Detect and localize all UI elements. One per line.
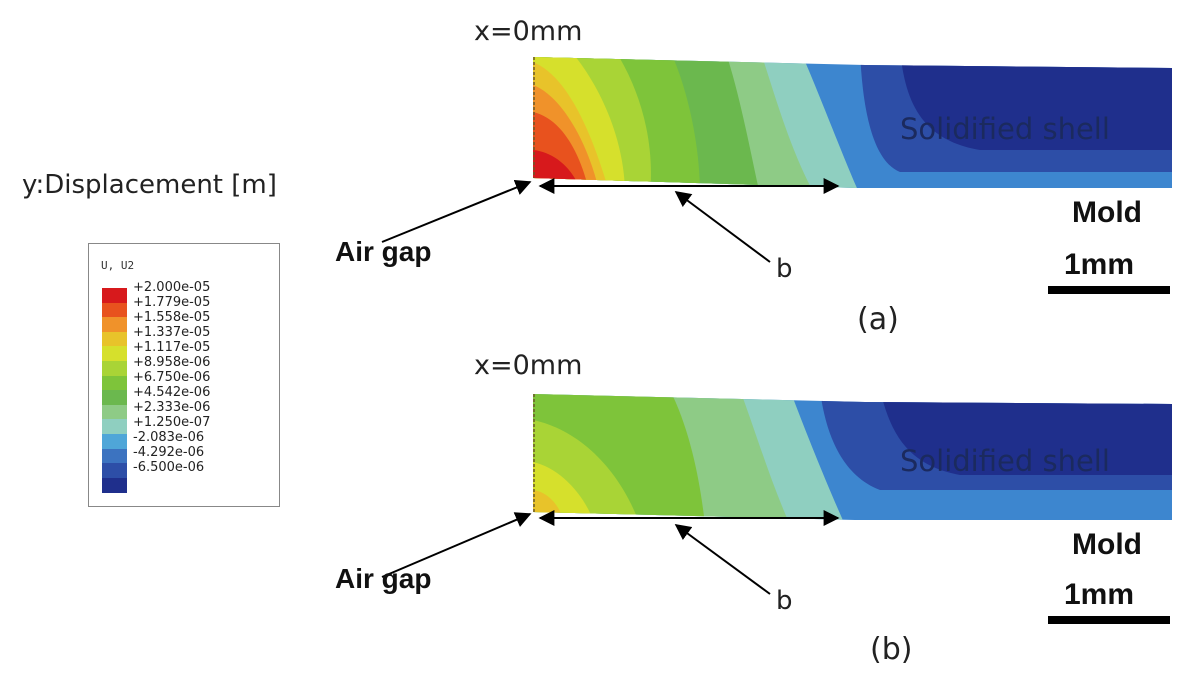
legend-value: +2.000e-05: [133, 280, 211, 295]
legend-value: +1.250e-07: [133, 415, 211, 430]
scale-bar-a: [1048, 286, 1170, 294]
legend-value: +2.333e-06: [133, 400, 211, 415]
legend-swatch: [102, 302, 127, 318]
mold-label-b: Mold: [1072, 528, 1142, 561]
legend-swatch: [102, 375, 127, 391]
shell-label-b: Solidified shell: [900, 444, 1110, 478]
panel-label-b: (b): [870, 632, 913, 667]
legend-swatch: [102, 317, 127, 333]
b-label-b: b: [776, 586, 793, 616]
b-label-a: b: [776, 254, 793, 284]
legend-swatch: [102, 404, 127, 420]
legend-swatch: [102, 463, 127, 479]
legend-value: +8.958e-06: [133, 355, 211, 370]
legend-value: +4.542e-06: [133, 385, 211, 400]
legend-swatch: [102, 448, 127, 464]
airgap-arrow-b: [381, 512, 532, 578]
legend-swatch: [102, 288, 127, 304]
legend-value: +1.779e-05: [133, 295, 211, 310]
legend-title: U, U2: [101, 259, 135, 272]
scale-bar-b: [1048, 616, 1170, 624]
x0-label-b: x=0mm: [474, 350, 583, 381]
y-axis-label: y:Displacement [m]: [22, 170, 277, 200]
airgap-label-b: Air gap: [335, 563, 432, 594]
legend-swatch: [102, 346, 127, 362]
airgap-label-a: Air gap: [335, 236, 432, 267]
legend-value: +1.117e-05: [133, 340, 211, 355]
legend-value: -6.500e-06: [133, 460, 205, 475]
legend-swatch: [102, 434, 127, 450]
shell-label-a: Solidified shell: [900, 112, 1110, 146]
airgap-arrow-a: [381, 179, 532, 243]
legend-swatch: [102, 419, 127, 435]
b-pointer-arrow-a: [674, 191, 771, 263]
contour-field-a: [533, 57, 1172, 188]
contour-field-b: [533, 394, 1172, 520]
legend-swatch: [102, 390, 127, 406]
legend-value: +6.750e-06: [133, 370, 211, 385]
legend-swatch: [102, 331, 127, 347]
legend-value: -4.292e-06: [133, 445, 205, 460]
legend-value: +1.558e-05: [133, 310, 211, 325]
mold-label-a: Mold: [1072, 196, 1142, 229]
legend-value: -2.083e-06: [133, 430, 205, 445]
x0-label-a: x=0mm: [474, 16, 583, 47]
b-pointer-arrow-b: [674, 524, 771, 595]
legend-swatch: [102, 477, 127, 493]
legend-value: +1.337e-05: [133, 325, 211, 340]
scale-label-a: 1mm: [1064, 248, 1135, 281]
panel-label-a: (a): [857, 302, 899, 337]
color-legend: U, U2 +2.000e-05 +1.779e-05 +1.558e-05 +…: [88, 243, 280, 507]
scale-label-b: 1mm: [1064, 578, 1135, 611]
legend-swatch: [102, 361, 127, 377]
